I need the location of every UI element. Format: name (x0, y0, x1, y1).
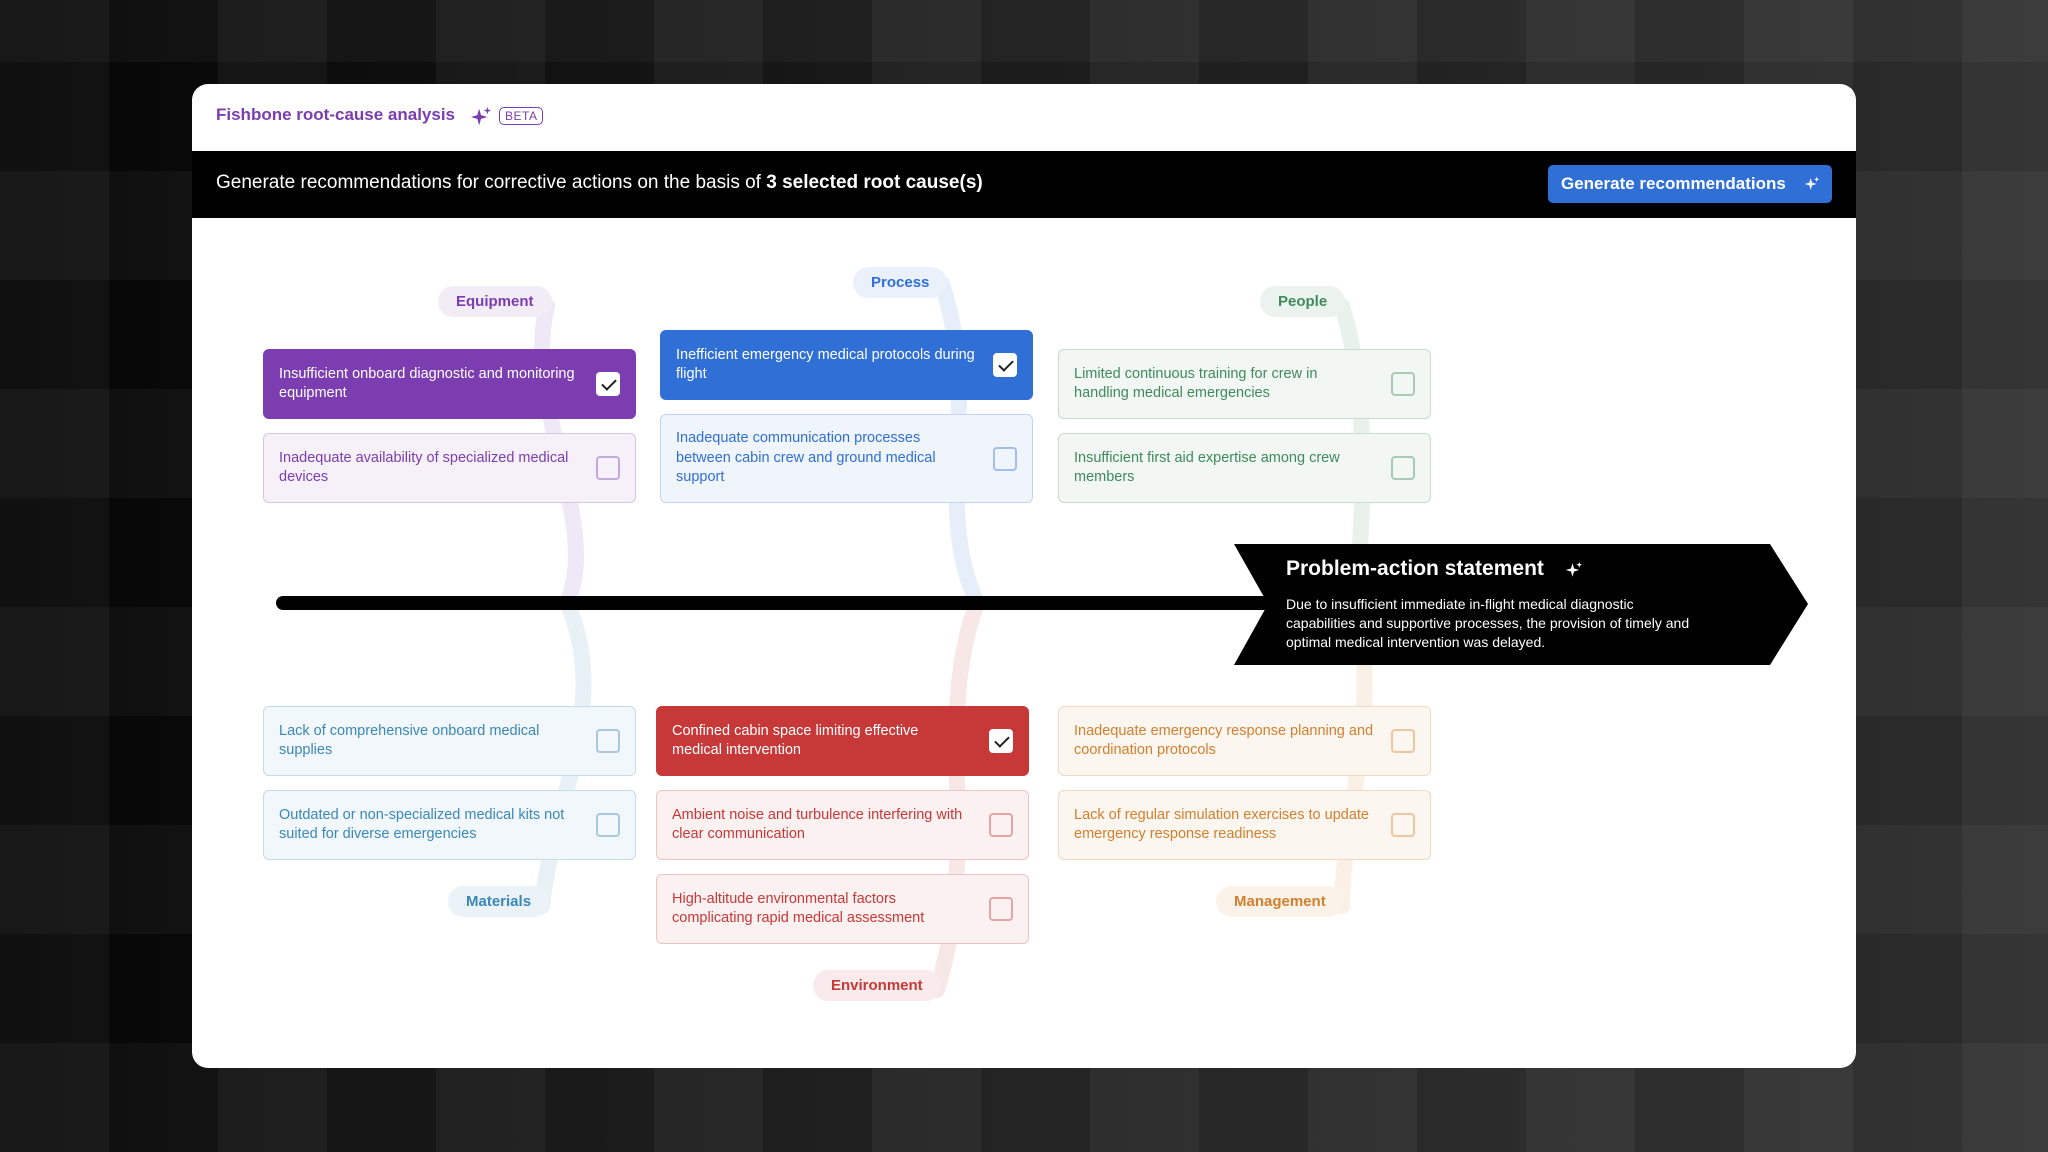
cause-checkbox[interactable] (1391, 372, 1415, 396)
cause-text: Ambient noise and turbulence interfering… (672, 806, 963, 843)
cause-card[interactable]: Lack of regular simulation exercises to … (1058, 790, 1431, 860)
cause-text: Outdated or non-specialized medical kits… (279, 806, 565, 843)
cause-card[interactable]: Insufficient onboard diagnostic and moni… (263, 349, 636, 419)
cause-checkbox[interactable] (1391, 729, 1415, 753)
fishbone-spine (276, 596, 1316, 610)
cause-text: Inadequate emergency response planning a… (1074, 722, 1374, 759)
cause-card[interactable]: Inefficient emergency medical protocols … (660, 330, 1033, 400)
cause-card[interactable]: Ambient noise and turbulence interfering… (656, 790, 1029, 860)
app-title: Fishbone root-cause analysis (216, 105, 456, 124)
generate-recommendations-button[interactable]: Generate recommendations (1548, 165, 1832, 203)
cause-text: Limited continuous training for crew in … (1074, 365, 1318, 402)
cause-checkbox[interactable] (993, 446, 1017, 471)
cause-text: Lack of comprehensive onboard medical su… (279, 722, 540, 759)
cause-checkbox[interactable] (993, 353, 1017, 377)
cause-card[interactable]: Lack of comprehensive onboard medical su… (263, 706, 636, 776)
cause-text: Inadequate communication processes betwe… (676, 430, 936, 486)
problem-statement-title: Problem-action statement (1286, 557, 1544, 580)
category-label-management: Management (1216, 886, 1344, 917)
category-label-people: People (1260, 286, 1346, 317)
cause-checkbox[interactable] (1391, 813, 1415, 837)
cause-checkbox[interactable] (596, 813, 620, 837)
generate-button-label: Generate recommendations (1561, 174, 1786, 193)
banner-prefix: Generate recommendations for corrective … (216, 172, 761, 193)
beta-badge: BETA (499, 107, 544, 125)
category-label-environment: Environment (813, 970, 941, 1001)
cause-text: Insufficient first aid expertise among c… (1074, 449, 1340, 486)
banner-text: Generate recommendations for corrective … (216, 172, 983, 194)
cause-text: Inefficient emergency medical protocols … (676, 346, 975, 383)
sparkle-icon (470, 106, 492, 126)
cause-card[interactable]: Outdated or non-specialized medical kits… (263, 790, 636, 860)
action-banner: Generate recommendations for corrective … (192, 151, 1856, 218)
cause-checkbox[interactable] (596, 372, 620, 396)
problem-action-statement: Problem-action statement Due to insuffic… (1234, 544, 1808, 665)
cause-text: Confined cabin space limiting effective … (672, 722, 919, 759)
sparkle-icon (1804, 176, 1820, 190)
cause-card[interactable]: Confined cabin space limiting effective … (656, 706, 1029, 776)
cause-checkbox[interactable] (1391, 456, 1415, 480)
cause-card[interactable]: Limited continuous training for crew in … (1058, 349, 1431, 419)
cause-card[interactable]: High-altitude environmental factors comp… (656, 874, 1029, 944)
sparkle-icon (1565, 561, 1583, 577)
fishbone-card: Fishbone root-cause analysis BETA Genera… (192, 84, 1856, 1068)
selected-count: 3 selected root cause(s) (766, 172, 983, 193)
cause-checkbox[interactable] (989, 897, 1013, 921)
cause-checkbox[interactable] (989, 729, 1013, 753)
cause-text: Lack of regular simulation exercises to … (1074, 806, 1369, 843)
category-label-process: Process (853, 267, 948, 298)
cause-text: High-altitude environmental factors comp… (672, 890, 925, 927)
cause-card[interactable]: Insufficient first aid expertise among c… (1058, 433, 1431, 503)
cause-checkbox[interactable] (989, 813, 1013, 837)
cause-checkbox[interactable] (596, 729, 620, 753)
cause-card[interactable]: Inadequate communication processes betwe… (660, 414, 1033, 503)
problem-statement-body: Due to insufficient immediate in-flight … (1286, 596, 1690, 650)
category-label-equipment: Equipment (438, 286, 552, 317)
cause-text: Inadequate availability of specialized m… (279, 449, 569, 486)
cause-checkbox[interactable] (596, 456, 620, 480)
category-label-materials: Materials (448, 886, 550, 917)
cause-card[interactable]: Inadequate emergency response planning a… (1058, 706, 1431, 776)
cause-card[interactable]: Inadequate availability of specialized m… (263, 433, 636, 503)
cause-text: Insufficient onboard diagnostic and moni… (279, 365, 575, 402)
